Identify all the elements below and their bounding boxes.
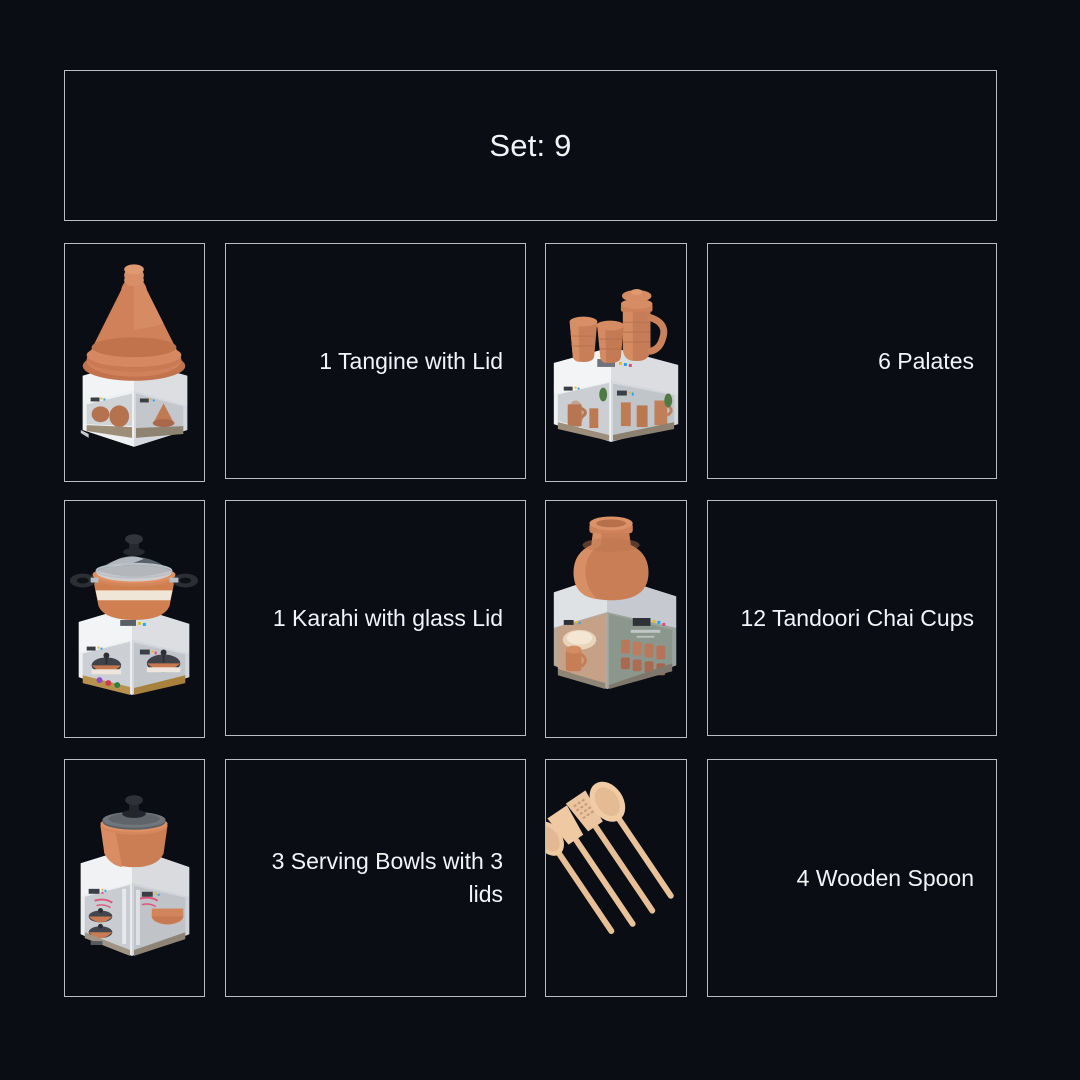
product-grid: 1 Tangine with Lid	[64, 243, 997, 997]
clay-jug-and-cups-product-photo	[546, 244, 686, 481]
wooden-spoon-set-product-photo	[546, 760, 686, 996]
product-label-cell[interactable]: 4 Wooden Spoon	[707, 759, 997, 997]
product-image-cell[interactable]	[64, 243, 205, 482]
product-label: 12 Tandoori Chai Cups	[740, 604, 974, 631]
product-image-cell[interactable]	[545, 759, 687, 997]
product-image-cell[interactable]	[545, 243, 687, 482]
product-image-cell[interactable]	[64, 500, 205, 738]
product-label: 4 Wooden Spoon	[796, 864, 974, 891]
product-label: 1 Karahi with glass Lid	[272, 604, 503, 631]
product-label: 1 Tangine with Lid	[319, 347, 503, 374]
page-title: Set: 9	[489, 127, 572, 163]
product-label-cell[interactable]: 3 Serving Bowls with 3 lids	[225, 759, 526, 997]
product-label-cell[interactable]: 12 Tandoori Chai Cups	[707, 500, 997, 736]
product-label-cell[interactable]: 1 Tangine with Lid	[225, 243, 526, 479]
product-label-cell[interactable]: 6 Palates	[707, 243, 997, 479]
set-header-box: Set: 9	[64, 70, 997, 221]
product-label: 3 Serving Bowls with 3 lids	[271, 848, 503, 907]
karahi-with-glass-lid-product-photo	[65, 501, 204, 737]
tandoori-chai-cups-product-photo	[546, 501, 686, 737]
serving-bowls-with-lids-product-photo	[65, 760, 204, 996]
tagine-with-lid-product-photo	[65, 244, 204, 481]
product-label-cell[interactable]: 1 Karahi with glass Lid	[225, 500, 526, 736]
product-label: 6 Palates	[878, 347, 974, 374]
product-image-cell[interactable]	[545, 500, 687, 738]
product-image-cell[interactable]	[64, 759, 205, 997]
